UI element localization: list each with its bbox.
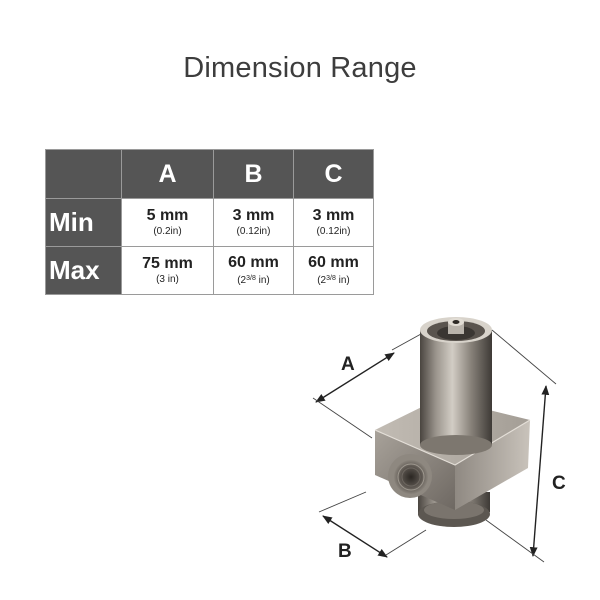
cell-max-c: 60 mm (23/8 in)	[293, 246, 374, 295]
top-cylinder	[420, 317, 492, 455]
cell-value: 5 mm	[146, 206, 189, 224]
cell-imperial: (0.12in)	[236, 225, 271, 237]
cell-min-a: 5 mm (0.2in)	[121, 198, 214, 247]
imperial-suffix: in)	[335, 274, 350, 286]
cell-min-b: 3 mm (0.12in)	[213, 198, 294, 247]
cell-imperial: (0.2in)	[153, 225, 182, 237]
table-corner-cell	[45, 149, 122, 199]
cell-max-a: 75 mm (3 in)	[121, 246, 214, 295]
cell-value: 75 mm	[142, 254, 193, 272]
row-header-max: Max	[45, 246, 122, 295]
side-port	[388, 454, 432, 498]
cell-imperial: (0.12in)	[316, 225, 351, 237]
cell-value: 3 mm	[312, 206, 355, 224]
table-row-min: Min 5 mm (0.2in) 3 mm (0.12in) 3 mm (0.1…	[45, 198, 374, 247]
imperial-suffix: in)	[255, 274, 270, 286]
dimension-table: A B C Min 5 mm (0.2in) 3 mm (0.12in) 3 m…	[45, 149, 374, 295]
imperial-fraction: 3/8	[246, 274, 256, 282]
cell-value: 60 mm	[308, 253, 359, 271]
cell-imperial: (23/8 in)	[294, 272, 373, 288]
label-a: A	[341, 354, 355, 375]
imperial-prefix: (2	[237, 274, 247, 286]
cell-value: 60 mm	[228, 253, 279, 271]
page-title: Dimension Range	[183, 52, 417, 84]
imperial-fraction: 3/8	[326, 274, 336, 282]
label-c: C	[552, 473, 566, 494]
cell-imperial: (3 in)	[156, 273, 179, 285]
imperial-prefix: (2	[317, 274, 327, 286]
dimension-a: A	[312, 333, 422, 439]
dimension-b: B	[318, 491, 427, 562]
dimension-c: C	[485, 329, 566, 563]
column-header-c: C	[293, 149, 374, 199]
label-b: B	[338, 541, 352, 562]
cell-value: 3 mm	[232, 206, 275, 224]
table-header-row: A B C	[45, 149, 374, 199]
cell-imperial: (23/8 in)	[214, 272, 293, 288]
table-row-max: Max 75 mm (3 in) 60 mm (23/8 in) 60 mm (…	[45, 246, 374, 295]
cell-max-b: 60 mm (23/8 in)	[213, 246, 294, 295]
